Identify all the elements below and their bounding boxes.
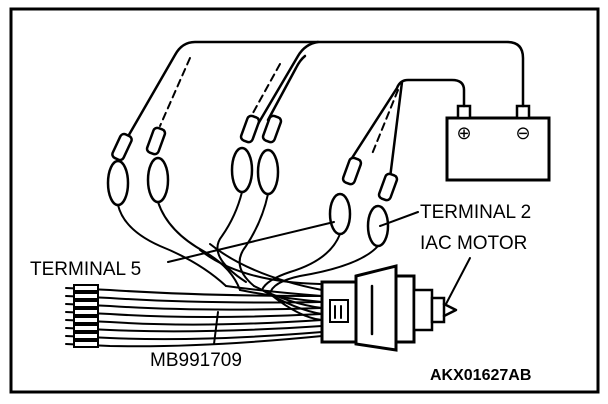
harness-label: MB991709	[150, 350, 242, 371]
figure-code: AKX01627AB	[430, 367, 531, 384]
harness-leader	[213, 311, 219, 345]
battery-negative-post	[515, 104, 531, 120]
iac-motor	[412, 288, 458, 332]
negative-lead	[124, 40, 525, 142]
positive-lead	[350, 78, 466, 180]
terminal-5-label: TERMINAL 5	[30, 259, 141, 280]
iac-motor-leader	[445, 257, 471, 305]
terminal-2-leader	[379, 211, 419, 227]
battery: ⊕ ⊖	[445, 104, 551, 182]
battery-body	[445, 116, 551, 182]
iac-motor-label: IAC MOTOR	[420, 233, 527, 254]
battery-negative-symbol: ⊖	[515, 123, 530, 143]
iac-motor-connector	[320, 264, 416, 352]
test-lead-clips	[106, 114, 399, 295]
terminal-2-label: TERMINAL 2	[420, 202, 531, 223]
battery-positive-symbol: ⊕	[456, 123, 471, 143]
battery-positive-post	[456, 104, 472, 120]
harness-mb991709	[65, 284, 323, 348]
diagram-frame	[9, 7, 600, 394]
terminal-5-leader	[167, 221, 335, 263]
